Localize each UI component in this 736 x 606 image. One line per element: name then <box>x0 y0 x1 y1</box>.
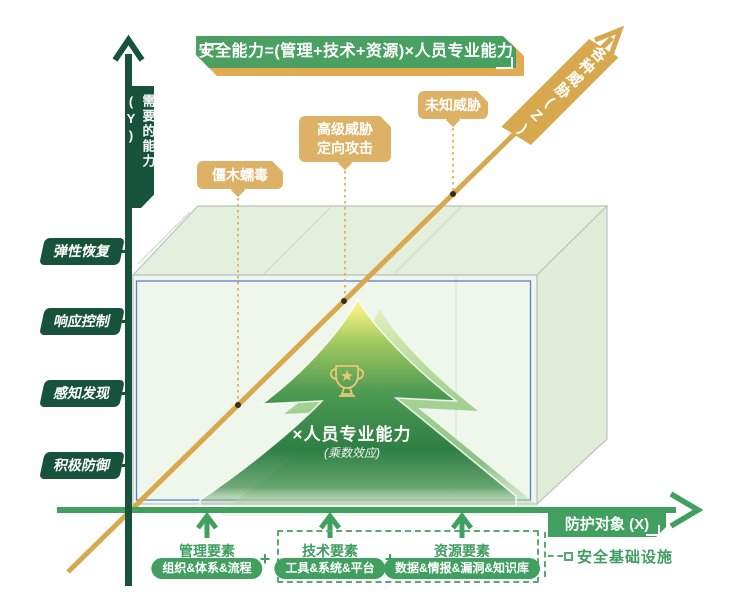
dot-1 <box>235 402 241 408</box>
infrastructure-dashed-box <box>277 530 539 583</box>
threat-callout-unknown: 未知威胁 <box>418 91 488 119</box>
factor-title-resource: 资源要素 <box>434 543 490 559</box>
capability-tree <box>199 297 538 516</box>
factor-pill-management: 组织&体系&流程 <box>151 558 263 579</box>
x-axis-arrow <box>57 491 704 529</box>
infrastructure-label: 安全基础设施 <box>577 549 674 566</box>
x-axis-arrowhead-icon <box>669 491 704 529</box>
cube-top-face <box>131 205 609 276</box>
threat-callout-apt-line1: 高级威胁 <box>317 121 373 137</box>
x-banner-corner-icon <box>646 525 660 536</box>
banner-corner-bottomright-icon <box>496 57 513 69</box>
y-tick-2 <box>120 320 130 323</box>
tree-label: ×人员专业能力 <box>292 425 412 444</box>
factor-title-technology: 技术要素 <box>302 543 358 559</box>
factor-pill-resource: 数据&情报&漏洞&知识库 <box>384 558 540 579</box>
dot-2 <box>341 298 347 304</box>
y-tag-response-control: 响应控制 <box>39 308 125 335</box>
threat-guide-lines <box>237 122 454 402</box>
cube-top-crease-1 <box>262 206 332 276</box>
cube-edge-hatching <box>137 211 191 265</box>
factor-arrow-resource <box>451 511 473 538</box>
y-axis-label: 需要的能力(Y) <box>123 94 156 169</box>
dot-3 <box>450 191 456 197</box>
factor-pill-technology: 工具&系统&平台 <box>274 558 386 579</box>
tree-main-layer <box>199 297 517 507</box>
threat-callout-unknown-text: 未知威胁 <box>425 96 481 113</box>
threat-callout-apt-line2: 定向攻击 <box>317 140 373 156</box>
cube-top-crease-2 <box>392 206 462 276</box>
x-axis-banner: 防护对象 (X) <box>548 512 666 537</box>
infrastructure-connector-horizontal <box>548 555 563 557</box>
tree-sublabel: (乘数效应) <box>324 446 380 460</box>
z-axis-arrowhead-icon <box>594 25 625 56</box>
threat-callout-apt: 高级威胁 定向攻击 <box>299 116 391 162</box>
y-tick-4 <box>120 464 130 467</box>
threat-intersection-dots <box>235 191 456 408</box>
factor-title-management: 管理要素 <box>179 543 235 559</box>
y-tag-resilient-recovery: 弹性恢复 <box>39 238 125 265</box>
y-tick-3 <box>120 392 130 395</box>
banner-corner-topleft-icon <box>205 43 222 55</box>
factor-arrows <box>196 511 473 538</box>
factor-arrow-technology <box>319 511 341 538</box>
y-tag-perception-detection: 感知发现 <box>39 380 125 407</box>
y-tick-1 <box>120 250 130 253</box>
formula-banner: 安全能力=(管理+技术+资源)×人员专业能力 <box>196 36 516 68</box>
threat-callout-virus-text: 僵木蠕毒 <box>212 166 268 183</box>
infrastructure-connector-square-icon <box>564 552 573 561</box>
factor-arrow-management <box>196 511 218 538</box>
y-axis-arrowhead-icon <box>112 34 145 62</box>
infrastructure-connector-vertical <box>544 532 546 577</box>
plus-operator-1: + <box>259 549 271 569</box>
y-axis-ribbon: 需要的能力(Y) <box>127 86 154 208</box>
trophy-icon <box>329 365 365 397</box>
y-tag-active-defense: 积极防御 <box>39 452 125 479</box>
